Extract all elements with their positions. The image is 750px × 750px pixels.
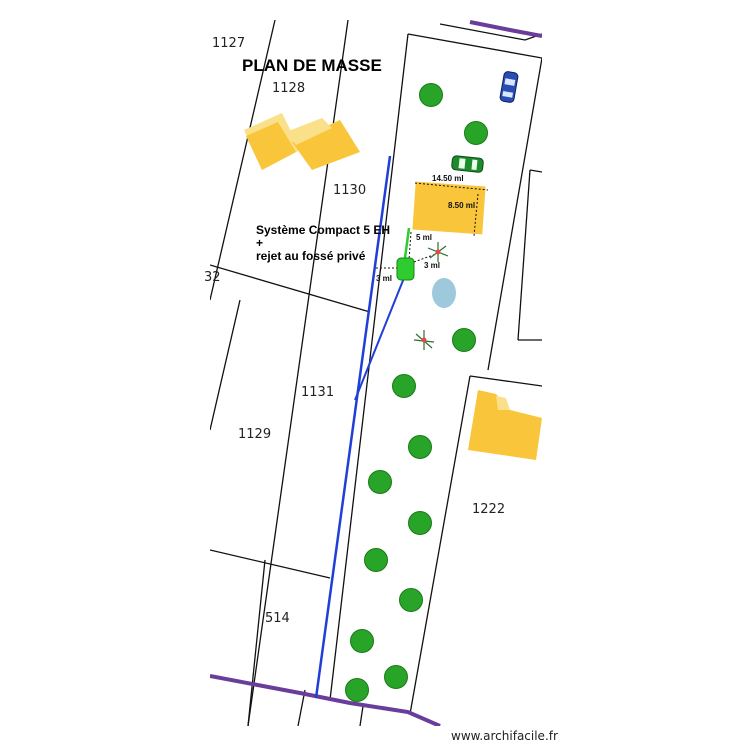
plant-icon	[413, 330, 435, 350]
parcel-label-1127: 1127	[212, 36, 245, 51]
parcel-label-1129: 1129	[238, 427, 271, 442]
plant-icon	[427, 242, 449, 262]
parcel-label-1128: 1128	[272, 81, 305, 96]
drain-branch	[354, 277, 405, 401]
neighbour-building-1128	[244, 113, 360, 170]
neighbour-building-1222	[468, 390, 542, 460]
house-width-label: 8.50 ml	[448, 201, 475, 210]
bush-icon	[419, 83, 443, 107]
car-blue-icon	[499, 71, 519, 103]
road-edge-bottom	[210, 674, 441, 726]
distance-3-right-label: 3 ml	[424, 261, 440, 270]
annotation-line-1: Système Compact 5 EH	[256, 223, 390, 237]
bush-icon	[408, 435, 432, 459]
bush-icon	[464, 121, 488, 145]
bush-icon	[368, 470, 392, 494]
annotation-line-2: +	[256, 236, 263, 250]
distance-3-left-label: 3 ml	[376, 274, 392, 283]
distance-5-label: 5 ml	[416, 233, 432, 242]
bush-icon	[384, 665, 408, 689]
distance-5-line	[408, 231, 412, 261]
bush-icon	[452, 328, 476, 352]
parcel-label-1222: 1222	[472, 502, 505, 517]
drain-pipe	[314, 155, 392, 699]
house-width-dimension-line	[473, 193, 479, 237]
bush-icon	[364, 548, 388, 572]
car-green-icon	[451, 155, 484, 173]
bush-icon	[350, 629, 374, 653]
bush-icon	[399, 588, 423, 612]
page-title: PLAN DE MASSE	[242, 56, 382, 75]
septic-tank	[396, 257, 415, 281]
parcel-label-1131: 1131	[301, 385, 334, 400]
parcel-label-1130: 1130	[333, 183, 366, 198]
house	[412, 181, 486, 235]
bushes	[345, 83, 488, 702]
annotation-line-3: rejet au fossé privé	[256, 249, 366, 263]
pond	[432, 278, 456, 308]
bush-icon	[392, 374, 416, 398]
bush-icon	[345, 678, 369, 702]
bush-icon	[408, 511, 432, 535]
road-edge-top	[469, 20, 542, 38]
house-length-dimension-line	[414, 182, 489, 191]
sewage-line	[403, 227, 411, 259]
parcel-label-514: 514	[265, 611, 290, 626]
house-length-label: 14.50 ml	[432, 174, 464, 183]
parcel-label-32: 32	[204, 270, 221, 285]
watermark: www.archifacile.fr	[451, 729, 558, 743]
